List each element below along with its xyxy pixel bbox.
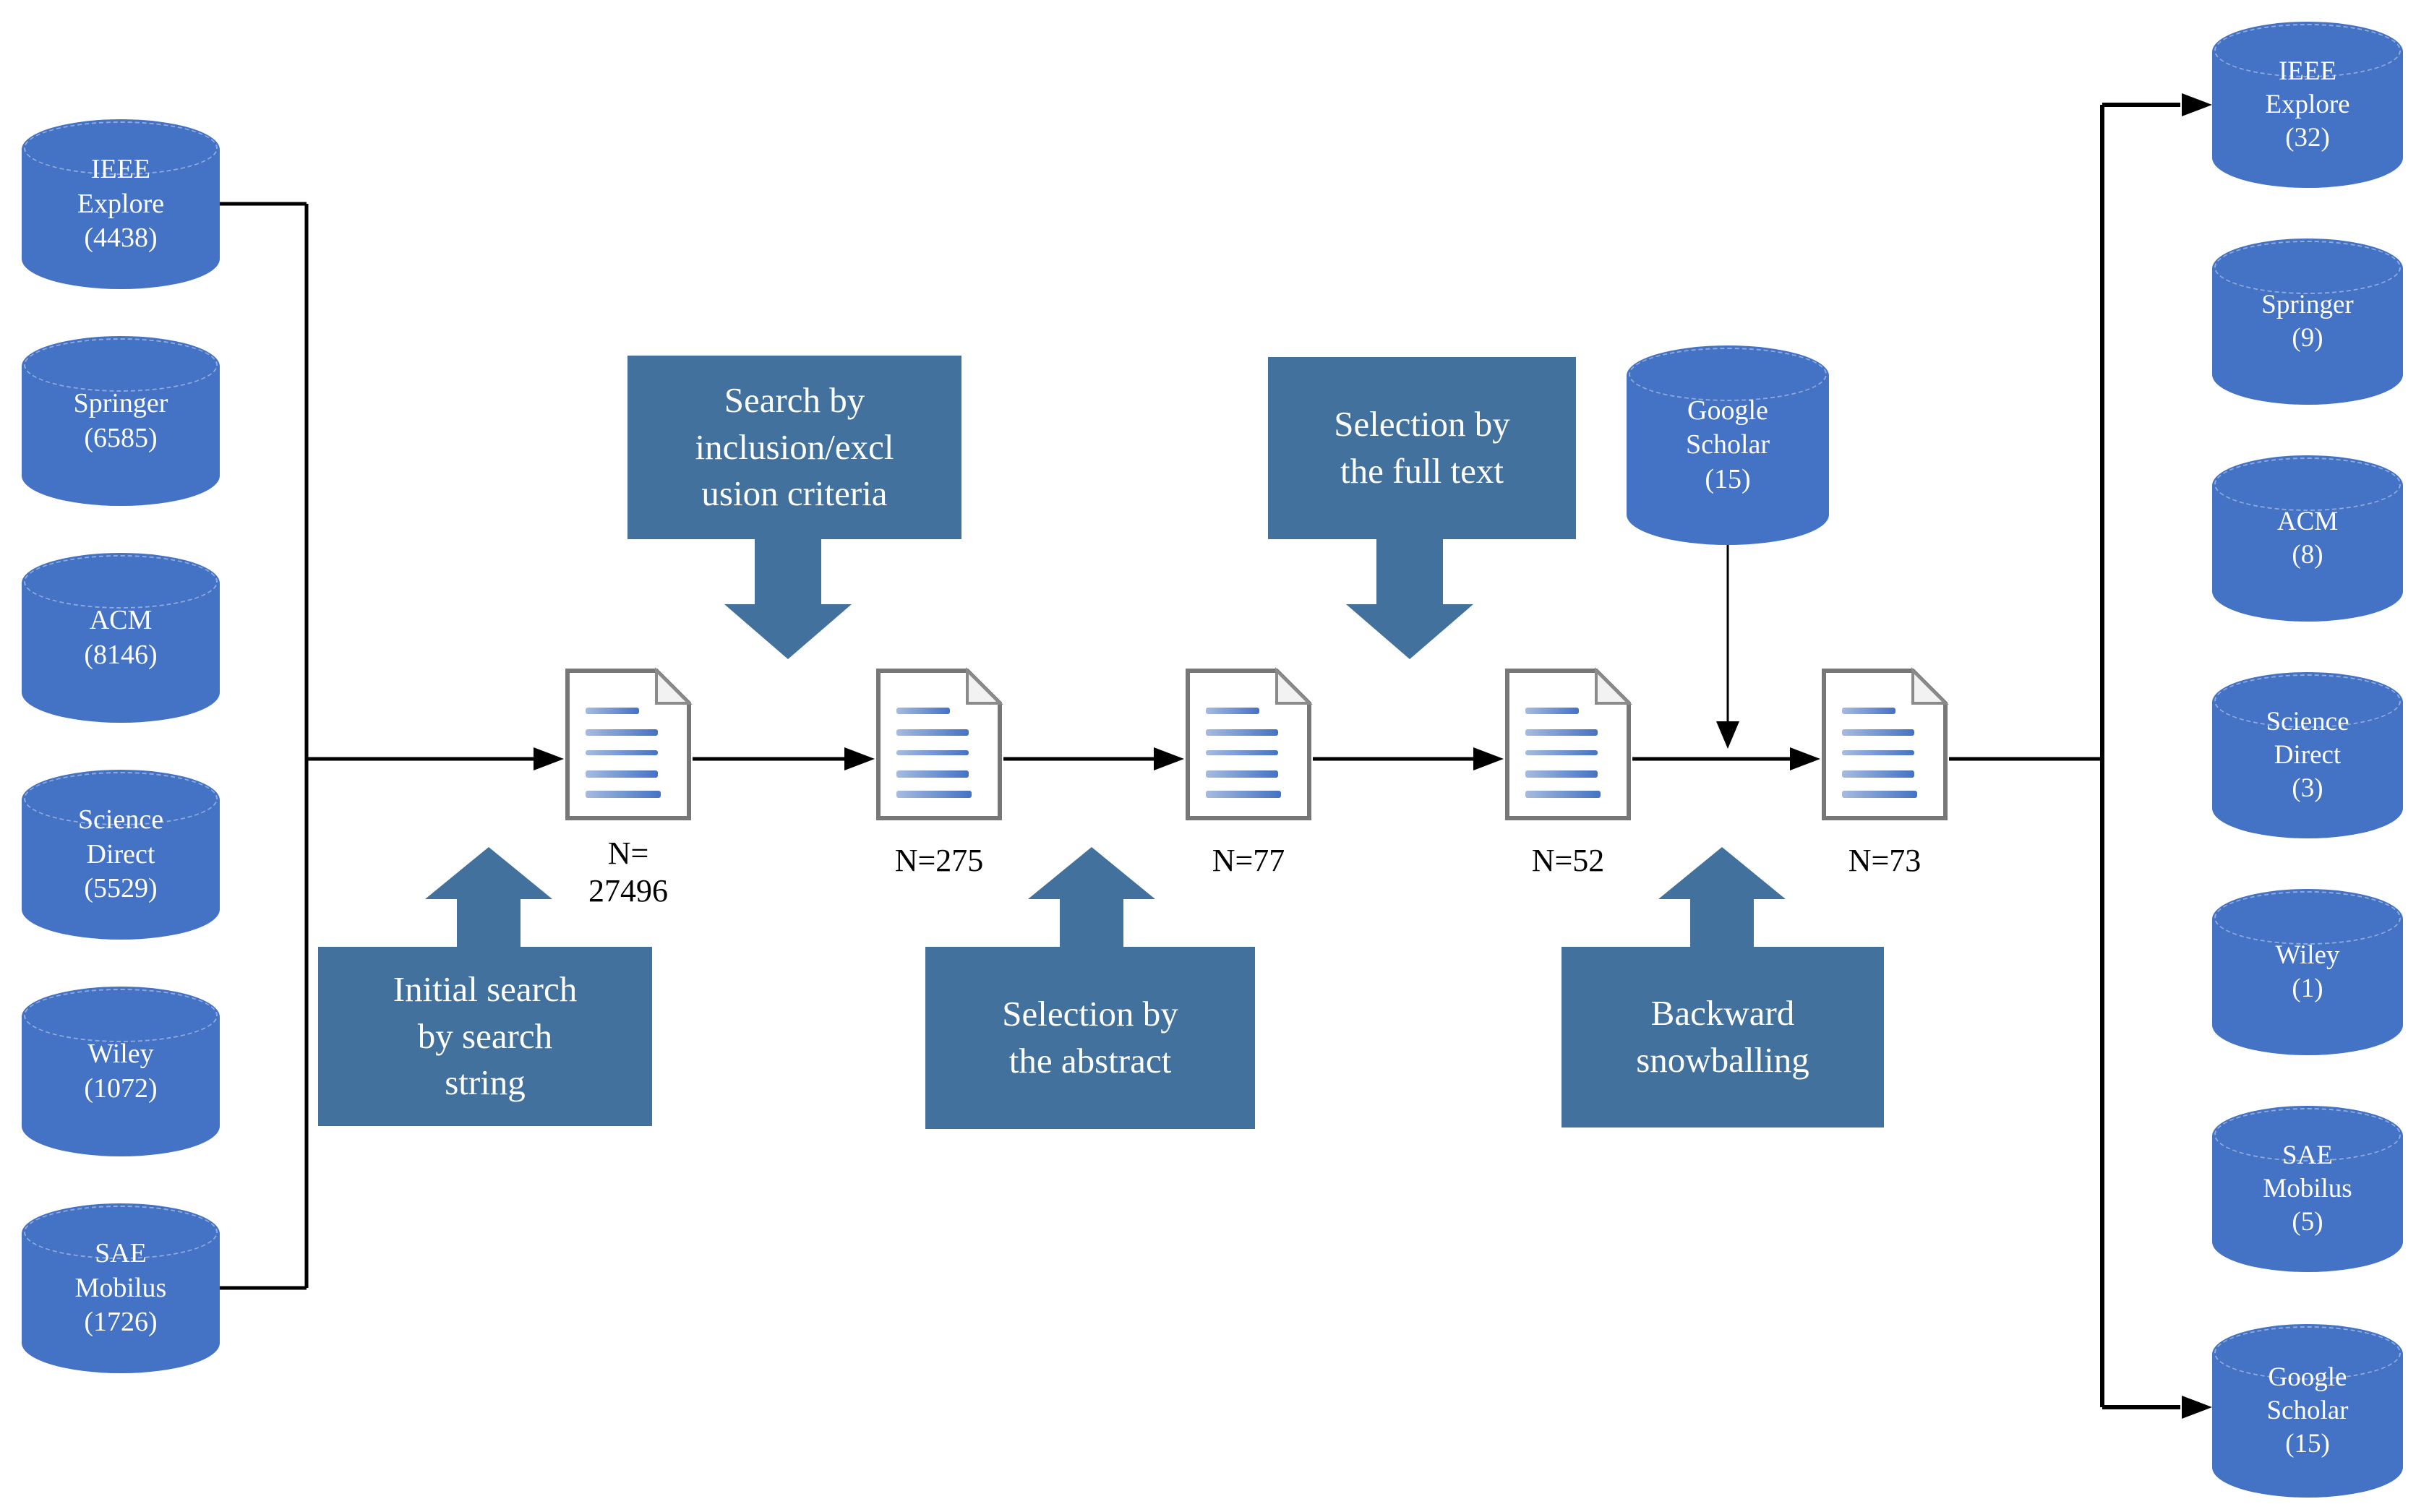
db-result-sae-mobilus: SAE Mobilus (5)	[2212, 1106, 2403, 1272]
db-result-ieee-explore: IEEE Explore (32)	[2212, 22, 2403, 188]
fat-up-arrow-initial-search	[425, 847, 552, 954]
db-source-science-direct: Science Direct (5529)	[22, 770, 220, 940]
db-source-springer: Springer (6585)	[22, 336, 220, 506]
arrowhead-into-doc-2	[844, 747, 875, 770]
document-icon-3	[1186, 667, 1313, 820]
process-box-selection-abstract: Selection by the abstract	[925, 947, 1255, 1129]
fat-down-arrow-search-criteria	[724, 532, 852, 659]
db-source-google-scholar: Google Scholar (15)	[1627, 345, 1829, 545]
document-count-label-2: N=275	[894, 843, 984, 878]
fat-up-arrow-backward-snowballing	[1658, 847, 1786, 954]
arrowhead-into-google-result	[2182, 1396, 2212, 1419]
fat-up-arrow-selection-abstract	[1028, 847, 1155, 954]
db-result-springer: Springer (9)	[2212, 239, 2403, 405]
process-box-backward-snowballing: Backward snowballing	[1562, 947, 1884, 1127]
document-count-label-4: N=52	[1531, 843, 1605, 878]
left-bracket-lines	[220, 202, 2102, 1290]
document-icon-4	[1505, 667, 1632, 820]
process-box-initial-search: Initial search by search string	[318, 947, 652, 1126]
flow-arrowheads	[534, 93, 2212, 1419]
db-result-wiley: Wiley (1)	[2212, 889, 2403, 1055]
db-source-ieee-explore: IEEE Explore (4438)	[22, 119, 220, 289]
right-bracket-lines	[2100, 103, 2180, 1409]
arrowhead-into-doc-4	[1473, 747, 1504, 770]
document-icon-1	[565, 667, 693, 820]
arrowhead-into-ieee-result	[2182, 93, 2212, 116]
arrowhead-into-doc-1	[534, 747, 564, 770]
db-source-acm: ACM (8146)	[22, 553, 220, 723]
fat-down-arrow-full-text	[1346, 535, 1473, 659]
db-result-acm: ACM (8)	[2212, 455, 2403, 622]
arrowhead-into-doc-3	[1154, 747, 1184, 770]
document-icon-5	[1822, 667, 1949, 820]
arrowhead-google-down	[1716, 721, 1739, 749]
arrowhead-into-doc-5	[1790, 747, 1820, 770]
process-box-selection-full-text: Selection by the full text	[1268, 357, 1576, 539]
document-count-label-5: N=73	[1848, 843, 1922, 878]
process-box-search-by-criteria: Search by inclusion/excl usion criteria	[627, 356, 961, 539]
db-result-google-scholar: Google Scholar (15)	[2212, 1324, 2403, 1498]
document-icon-2	[876, 667, 1003, 820]
document-count-label-1: N= 27496	[588, 836, 668, 909]
document-count-label-3: N=77	[1212, 843, 1285, 878]
db-result-science-direct: Science Direct (3)	[2212, 672, 2403, 838]
db-source-wiley: Wiley (1072)	[22, 987, 220, 1156]
process-arrows	[425, 532, 1786, 954]
db-source-sae-mobilus: SAE Mobilus (1726)	[22, 1203, 220, 1373]
